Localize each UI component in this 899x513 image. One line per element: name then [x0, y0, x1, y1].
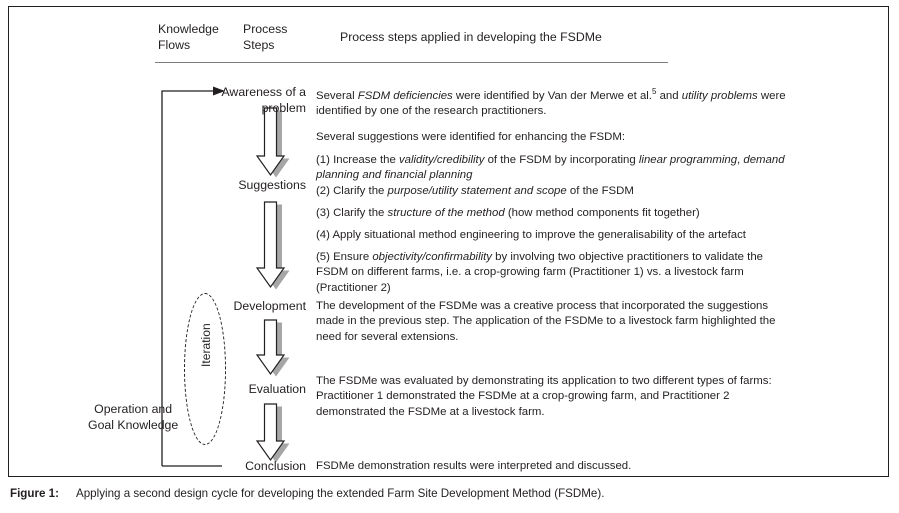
paragraph-suggestion-4: (4) Apply situational method engineering… [316, 229, 746, 241]
paragraph-suggestions-intro: Several suggestions were identified for … [316, 131, 625, 143]
suggestion1-b: of the FSDM by incorporating [484, 154, 639, 166]
suggestion1-italic3: demand planning and financial planning [316, 154, 785, 182]
operation-goal-knowledge-label: Operation and Goal Knowledge [88, 402, 179, 432]
paragraph-suggestion-1: (1) Increase the validity/credibility of… [316, 153, 794, 184]
step-label-awareness: Awareness of a problem [221, 85, 306, 115]
suggestion1-italic2: linear programming [638, 154, 738, 166]
iteration-label: Iteration [199, 323, 213, 367]
suggestion1-a: (1) Increase the [316, 154, 399, 166]
step-label-development: Development [233, 299, 306, 313]
paragraph-awareness: Several FSDM deficiencies were identifie… [316, 84, 794, 120]
citation-superscript: 5 [651, 87, 657, 96]
paragraph-evaluation: The FSDMe was evaluated by demonstrating… [316, 375, 772, 418]
paragraph-suggestion-5: (5) Ensure objectivity/confirmability by… [316, 250, 794, 296]
awareness-text-a: Several [316, 89, 358, 102]
suggestion3-italic1: structure of the method [387, 207, 505, 219]
column-header-knowledge-flows: Knowledge Flows [158, 22, 219, 52]
paragraph-suggestion-2: (2) Clarify the purpose/utility statemen… [316, 184, 794, 199]
column-header-process-steps: Process Steps [243, 22, 288, 52]
step-label-evaluation: Evaluation [248, 382, 306, 396]
suggestion2-b: of the FSDM [566, 185, 634, 197]
awareness-text-b: were identified by Van der Merwe et al. [452, 89, 652, 102]
step-label-conclusion: Conclusion [245, 459, 306, 473]
iteration-ellipse [184, 293, 226, 445]
suggestion1-italic1: validity/credibility [398, 154, 485, 166]
paragraph-development: The development of the FSDMe was a creat… [316, 300, 776, 343]
figure-caption: Figure 1: Applying a second design cycle … [10, 486, 604, 501]
awareness-text-italic1: FSDM deficiencies [357, 89, 453, 102]
paragraph-conclusion: FSDMe demonstration results were interpr… [316, 460, 632, 472]
awareness-text-italic2: utility problems [681, 89, 758, 102]
header-divider-rule [155, 62, 668, 63]
figure-caption-text: Applying a second design cycle for devel… [76, 487, 605, 500]
suggestion3-b: (how method components fit together) [504, 207, 700, 219]
suggestion2-a: (2) Clarify the [316, 185, 388, 197]
awareness-text-d: were identified by one of the research p… [316, 89, 786, 118]
figure-number: Figure 1: [10, 487, 59, 500]
suggestion1-c: , [737, 154, 744, 166]
suggestion3-a: (3) Clarify the [316, 207, 388, 219]
awareness-text-c: and [656, 89, 682, 102]
step-label-suggestions: Suggestions [238, 178, 306, 192]
suggestion5-a: (5) Ensure [316, 251, 373, 263]
suggestion2-italic1: purpose/utility statement and scope [387, 185, 567, 197]
suggestion5-italic1: objectivity/confirmability [372, 251, 492, 263]
paragraph-suggestion-3: (3) Clarify the structure of the method … [316, 206, 794, 221]
suggestion5-b: by involving two objective practitioners… [316, 251, 763, 294]
figure-border [8, 6, 889, 477]
column-header-applied-steps: Process steps applied in developing the … [340, 30, 602, 44]
